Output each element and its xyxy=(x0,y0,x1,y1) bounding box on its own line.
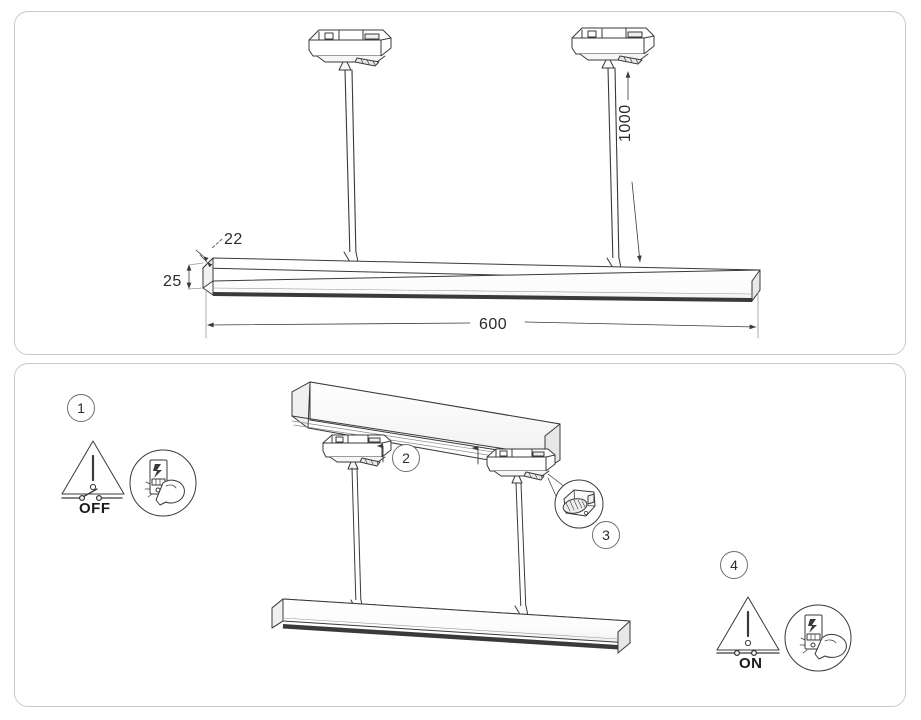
dimension-label-height: 25 xyxy=(163,273,182,290)
switch-label-off: OFF xyxy=(79,500,111,517)
dimension-label-drop: 1000 xyxy=(617,100,635,146)
dimension-label-length: 600 xyxy=(474,316,513,334)
step-number-3: 3 xyxy=(592,521,620,549)
switch-label-on: ON xyxy=(739,655,763,672)
dimensions-panel xyxy=(14,11,906,355)
installation-steps-panel xyxy=(14,363,906,707)
step-number-4: 4 xyxy=(720,551,748,579)
dimension-label-width: 22 xyxy=(224,231,243,248)
step-number-2: 2 xyxy=(392,444,420,472)
step-number-1: 1 xyxy=(67,394,95,422)
